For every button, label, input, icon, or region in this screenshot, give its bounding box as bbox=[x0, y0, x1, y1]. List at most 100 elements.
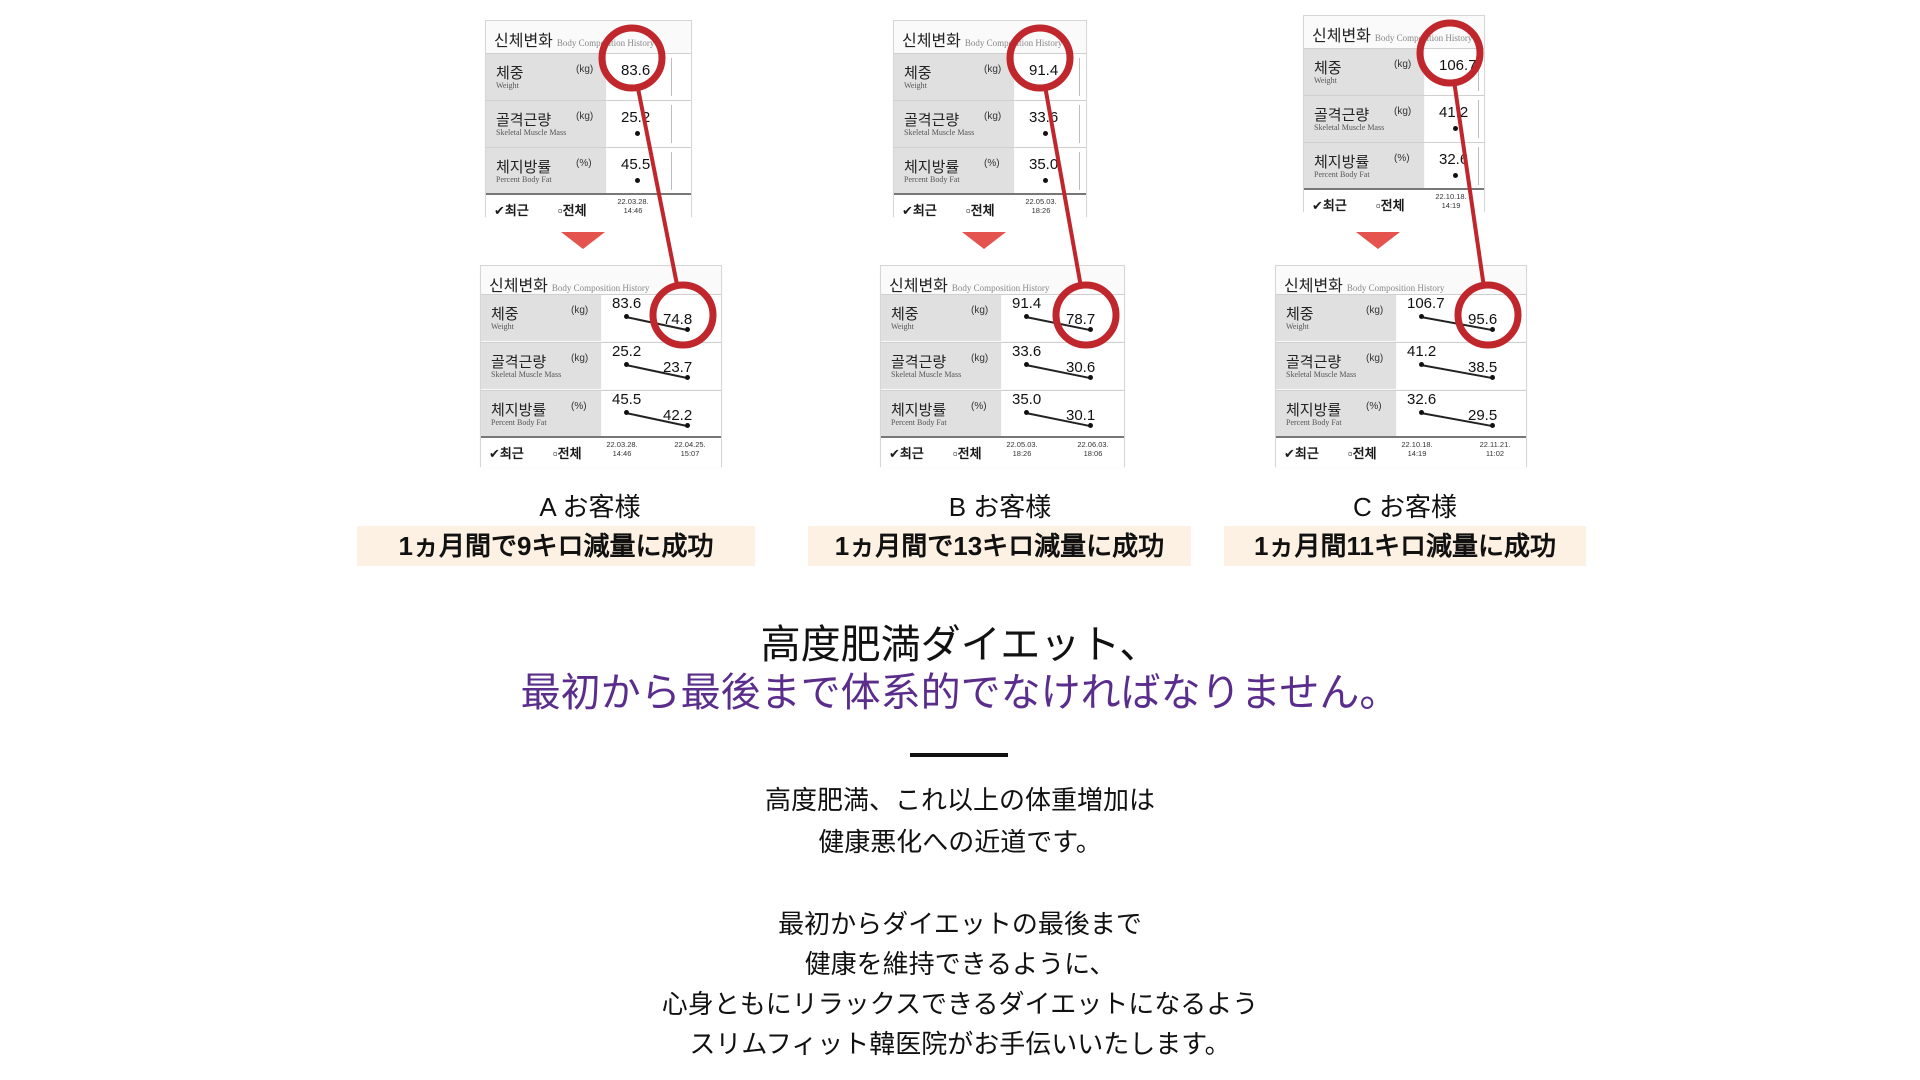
data-point bbox=[1419, 362, 1424, 367]
current-value: 78.7 bbox=[1066, 311, 1096, 328]
metric-name-en: Skeletal Muscle Mass bbox=[1314, 123, 1385, 132]
data-point bbox=[1024, 362, 1029, 367]
before-value: 35.0 bbox=[1029, 156, 1059, 173]
metric-name-kr: 골격근량 bbox=[496, 112, 552, 129]
recent-toggle[interactable]: ✔최근 bbox=[889, 446, 924, 461]
current-value: 42.2 bbox=[663, 407, 693, 424]
previous-value: 106.7 bbox=[1407, 295, 1445, 312]
metric-unit: (%) bbox=[576, 158, 592, 169]
recent-toggle[interactable]: ✔최근 bbox=[902, 203, 937, 218]
all-toggle[interactable]: ▫전체 bbox=[966, 203, 995, 218]
data-point bbox=[624, 362, 629, 367]
date-text: 22.11.21. bbox=[1479, 440, 1511, 449]
column-divider bbox=[671, 58, 672, 96]
all-toggle[interactable]: ▫전체 bbox=[953, 446, 982, 461]
metric-name-en: Skeletal Muscle Mass bbox=[491, 370, 562, 379]
data-point bbox=[635, 131, 640, 136]
card-title-en: Body Composition History bbox=[1346, 283, 1445, 293]
headline-line-1: 高度肥満ダイエット、 bbox=[760, 623, 1160, 667]
metric-name-en: Weight bbox=[891, 322, 914, 331]
previous-value: 32.6 bbox=[1407, 391, 1437, 408]
metric-values: 91.4 bbox=[1015, 54, 1086, 100]
body-line-6: スリムフィット韓医院がお手伝いいたします。 bbox=[689, 1029, 1231, 1059]
recent-toggle[interactable]: ✔최근 bbox=[489, 446, 524, 461]
metric-name-en: Weight bbox=[1314, 76, 1337, 85]
card-title-kr: 신체변화 bbox=[494, 33, 553, 50]
data-point bbox=[1043, 178, 1048, 183]
metric-name-kr: 체지방률 bbox=[904, 159, 960, 176]
metric-name-en: Percent Body Fat bbox=[904, 175, 960, 184]
metric-unit: (%) bbox=[971, 401, 987, 412]
time-text: 14:19 bbox=[1407, 449, 1427, 458]
result-tag: 1ヵ月間11キロ減量に成功 bbox=[1224, 526, 1586, 566]
metric-name-kr: 체지방률 bbox=[1314, 154, 1370, 171]
metric-unit: (kg) bbox=[971, 305, 989, 316]
data-point bbox=[1419, 314, 1424, 319]
data-point bbox=[685, 423, 690, 428]
before-value: 45.5 bbox=[621, 156, 651, 173]
all-toggle[interactable]: ▫전체 bbox=[1348, 446, 1377, 461]
metric-name-kr: 체지방률 bbox=[891, 402, 947, 419]
date-text: 22.10.18. bbox=[1435, 192, 1467, 201]
recent-toggle[interactable]: ✔최근 bbox=[1312, 198, 1347, 213]
data-point bbox=[1419, 410, 1424, 415]
body-line-3: 最初からダイエットの最後まで bbox=[778, 909, 1142, 939]
all-toggle[interactable]: ▫전체 bbox=[553, 446, 582, 461]
measure-date: 22.10.18.14:19 bbox=[1431, 192, 1471, 210]
all-toggle[interactable]: ▫전체 bbox=[558, 203, 587, 218]
card-title-kr: 신체변화 bbox=[489, 278, 548, 295]
metric-values: 106.7 bbox=[1425, 49, 1484, 95]
connector-line bbox=[1043, 87, 1083, 286]
metric-unit: (kg) bbox=[1394, 59, 1412, 70]
time-text: 14:46 bbox=[623, 206, 643, 215]
all-toggle[interactable]: ▫전체 bbox=[1376, 198, 1405, 213]
down-arrow-icon bbox=[1356, 232, 1400, 249]
current-value: 30.1 bbox=[1066, 407, 1096, 424]
card-title-kr: 신체변화 bbox=[1284, 278, 1343, 295]
body-line-5: 心身ともにリラックスできるダイエットになるよう bbox=[661, 989, 1259, 1019]
time-text: 11:02 bbox=[1485, 449, 1505, 458]
recent-toggle[interactable]: ✔최근 bbox=[1284, 446, 1319, 461]
time-text: 14:19 bbox=[1441, 201, 1461, 210]
metric-name-en: Percent Body Fat bbox=[491, 418, 547, 427]
body-line-1: 高度肥満、これ以上の体重増加は bbox=[764, 785, 1155, 815]
current-value: 38.5 bbox=[1468, 359, 1498, 376]
data-point bbox=[624, 410, 629, 415]
metric-name-en: Weight bbox=[904, 81, 927, 90]
before-value: 91.4 bbox=[1029, 62, 1059, 79]
recent-toggle[interactable]: ✔최근 bbox=[494, 203, 529, 218]
metric-unit: (kg) bbox=[1394, 106, 1412, 117]
column-divider bbox=[1478, 147, 1479, 185]
metric-name-kr: 골격근량 bbox=[491, 354, 547, 371]
metric-name-kr: 골격근량 bbox=[1314, 107, 1370, 124]
metric-name-en: Weight bbox=[491, 322, 514, 331]
before-value: 83.6 bbox=[621, 62, 651, 79]
data-point bbox=[1024, 314, 1029, 319]
previous-value: 41.2 bbox=[1407, 343, 1437, 360]
data-point bbox=[1043, 131, 1048, 136]
